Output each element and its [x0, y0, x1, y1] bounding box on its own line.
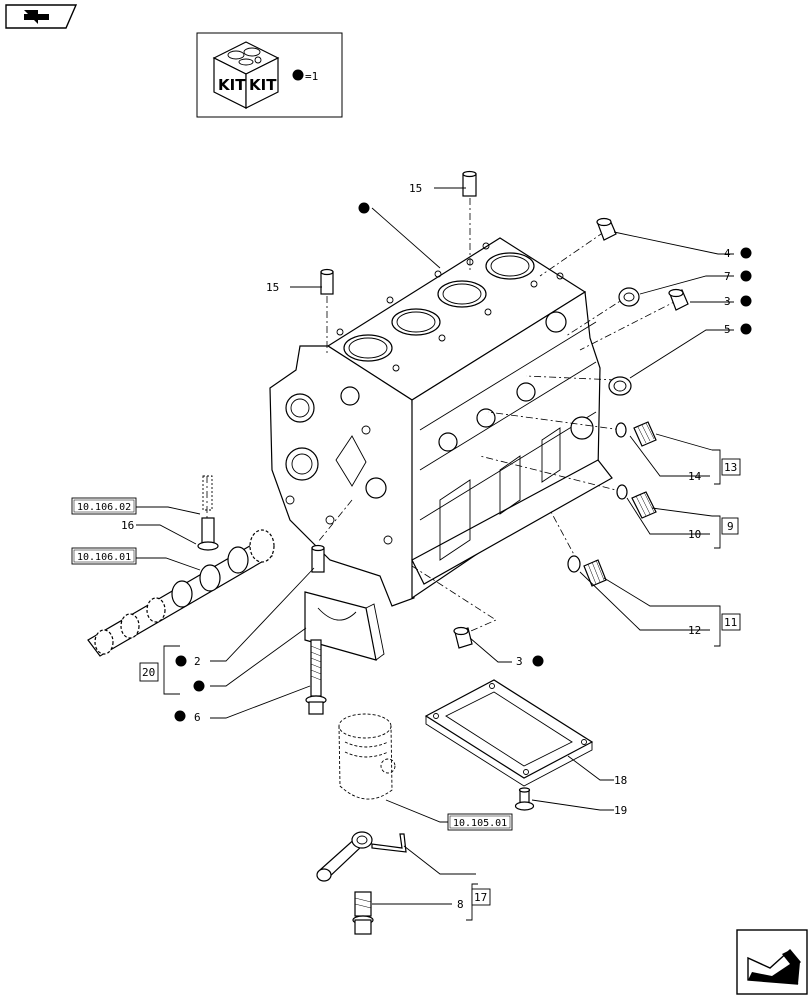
- ref-label-10-105-01: 10.105.01: [453, 818, 507, 829]
- label-4: 4: [724, 247, 731, 260]
- kit-legend: KIT KIT =1: [196, 32, 343, 118]
- label-3-top: 3: [724, 295, 731, 308]
- box-20: [139, 662, 159, 682]
- plug-3-top: [668, 288, 689, 311]
- banjo-bolt-8: [352, 891, 374, 935]
- plug-4: [596, 217, 617, 241]
- label-2: 2: [194, 655, 201, 668]
- dot-7: [740, 270, 752, 282]
- box-17: [471, 888, 491, 906]
- seal-14: [615, 422, 627, 438]
- seal-12: [567, 555, 581, 573]
- label-17: 17: [474, 891, 487, 904]
- ref-10-106-01[interactable]: 10.106.01: [71, 547, 137, 565]
- label-15-left: 15: [266, 281, 279, 294]
- ref-label-10-106-02: 10.106.02: [77, 502, 131, 513]
- plug-3-bottom: [453, 626, 473, 649]
- threaded-plug-10: [631, 491, 657, 519]
- dowel-pin-15-left: [320, 268, 334, 295]
- engine-block: [269, 237, 613, 607]
- box-13: [721, 458, 741, 476]
- label-5: 5: [724, 323, 731, 336]
- label-16: 16: [121, 519, 134, 532]
- dot-3-bottom: [532, 655, 544, 667]
- label-14: 14: [688, 470, 702, 483]
- plug-5: [608, 376, 632, 396]
- label-11: 11: [724, 616, 737, 629]
- kit-dot-markers: [174, 202, 752, 722]
- kit-dot-marker: [292, 69, 304, 81]
- label-12: 12: [688, 624, 701, 637]
- dot-2: [175, 655, 187, 667]
- kit-box-icon: KIT KIT: [212, 41, 280, 109]
- bolt-6: [305, 639, 327, 715]
- label-7: 7: [724, 270, 731, 283]
- box-9: [721, 517, 739, 535]
- dot-bearing-cap: [193, 680, 205, 692]
- oil-jet: [316, 831, 407, 882]
- label-10: 10: [688, 528, 701, 541]
- part-labels: 15 15 4 7 3 5 14 10 12 13 9 11 16 2 20 6…: [121, 182, 741, 911]
- dot-3-top: [740, 295, 752, 307]
- threaded-plug-14: [633, 421, 657, 447]
- dowel-pin-15-top: [462, 170, 477, 197]
- ref-10-105-01[interactable]: 10.105.01: [447, 813, 513, 831]
- kit-word-left: KIT: [218, 76, 246, 94]
- label-19: 19: [614, 804, 627, 817]
- bushing-16: [197, 475, 219, 551]
- dowel-2: [311, 544, 325, 573]
- label-6: 6: [194, 711, 201, 724]
- label-13: 13: [724, 461, 737, 474]
- ref-label-10-106-01: 10.106.01: [77, 552, 131, 563]
- dot-block: [358, 202, 370, 214]
- back-arrow-icon[interactable]: [5, 4, 78, 29]
- ring-7: [618, 287, 640, 307]
- dot-4: [740, 247, 752, 259]
- ref-10-106-02[interactable]: 10.106.02: [71, 497, 137, 515]
- kit-word-right: KIT: [249, 76, 277, 94]
- label-15-top: 15: [409, 182, 422, 195]
- label-20: 20: [142, 666, 155, 679]
- label-8: 8: [457, 898, 464, 911]
- threaded-plug-12: [583, 559, 607, 587]
- dot-5: [740, 323, 752, 335]
- screw-19: [514, 787, 535, 811]
- bearing-cap: [304, 591, 385, 661]
- gasket-18: [424, 679, 594, 787]
- alignment-lines: [206, 198, 679, 635]
- camshaft: [87, 529, 275, 657]
- piston-outline: [338, 713, 396, 800]
- box-11: [721, 613, 741, 631]
- label-3-bottom: 3: [516, 655, 523, 668]
- kit-equals-text: =1: [305, 70, 318, 83]
- dot-6: [174, 710, 186, 722]
- next-page-icon[interactable]: [736, 929, 808, 995]
- seal-10: [616, 484, 628, 500]
- label-18: 18: [614, 774, 627, 787]
- label-9: 9: [727, 520, 734, 533]
